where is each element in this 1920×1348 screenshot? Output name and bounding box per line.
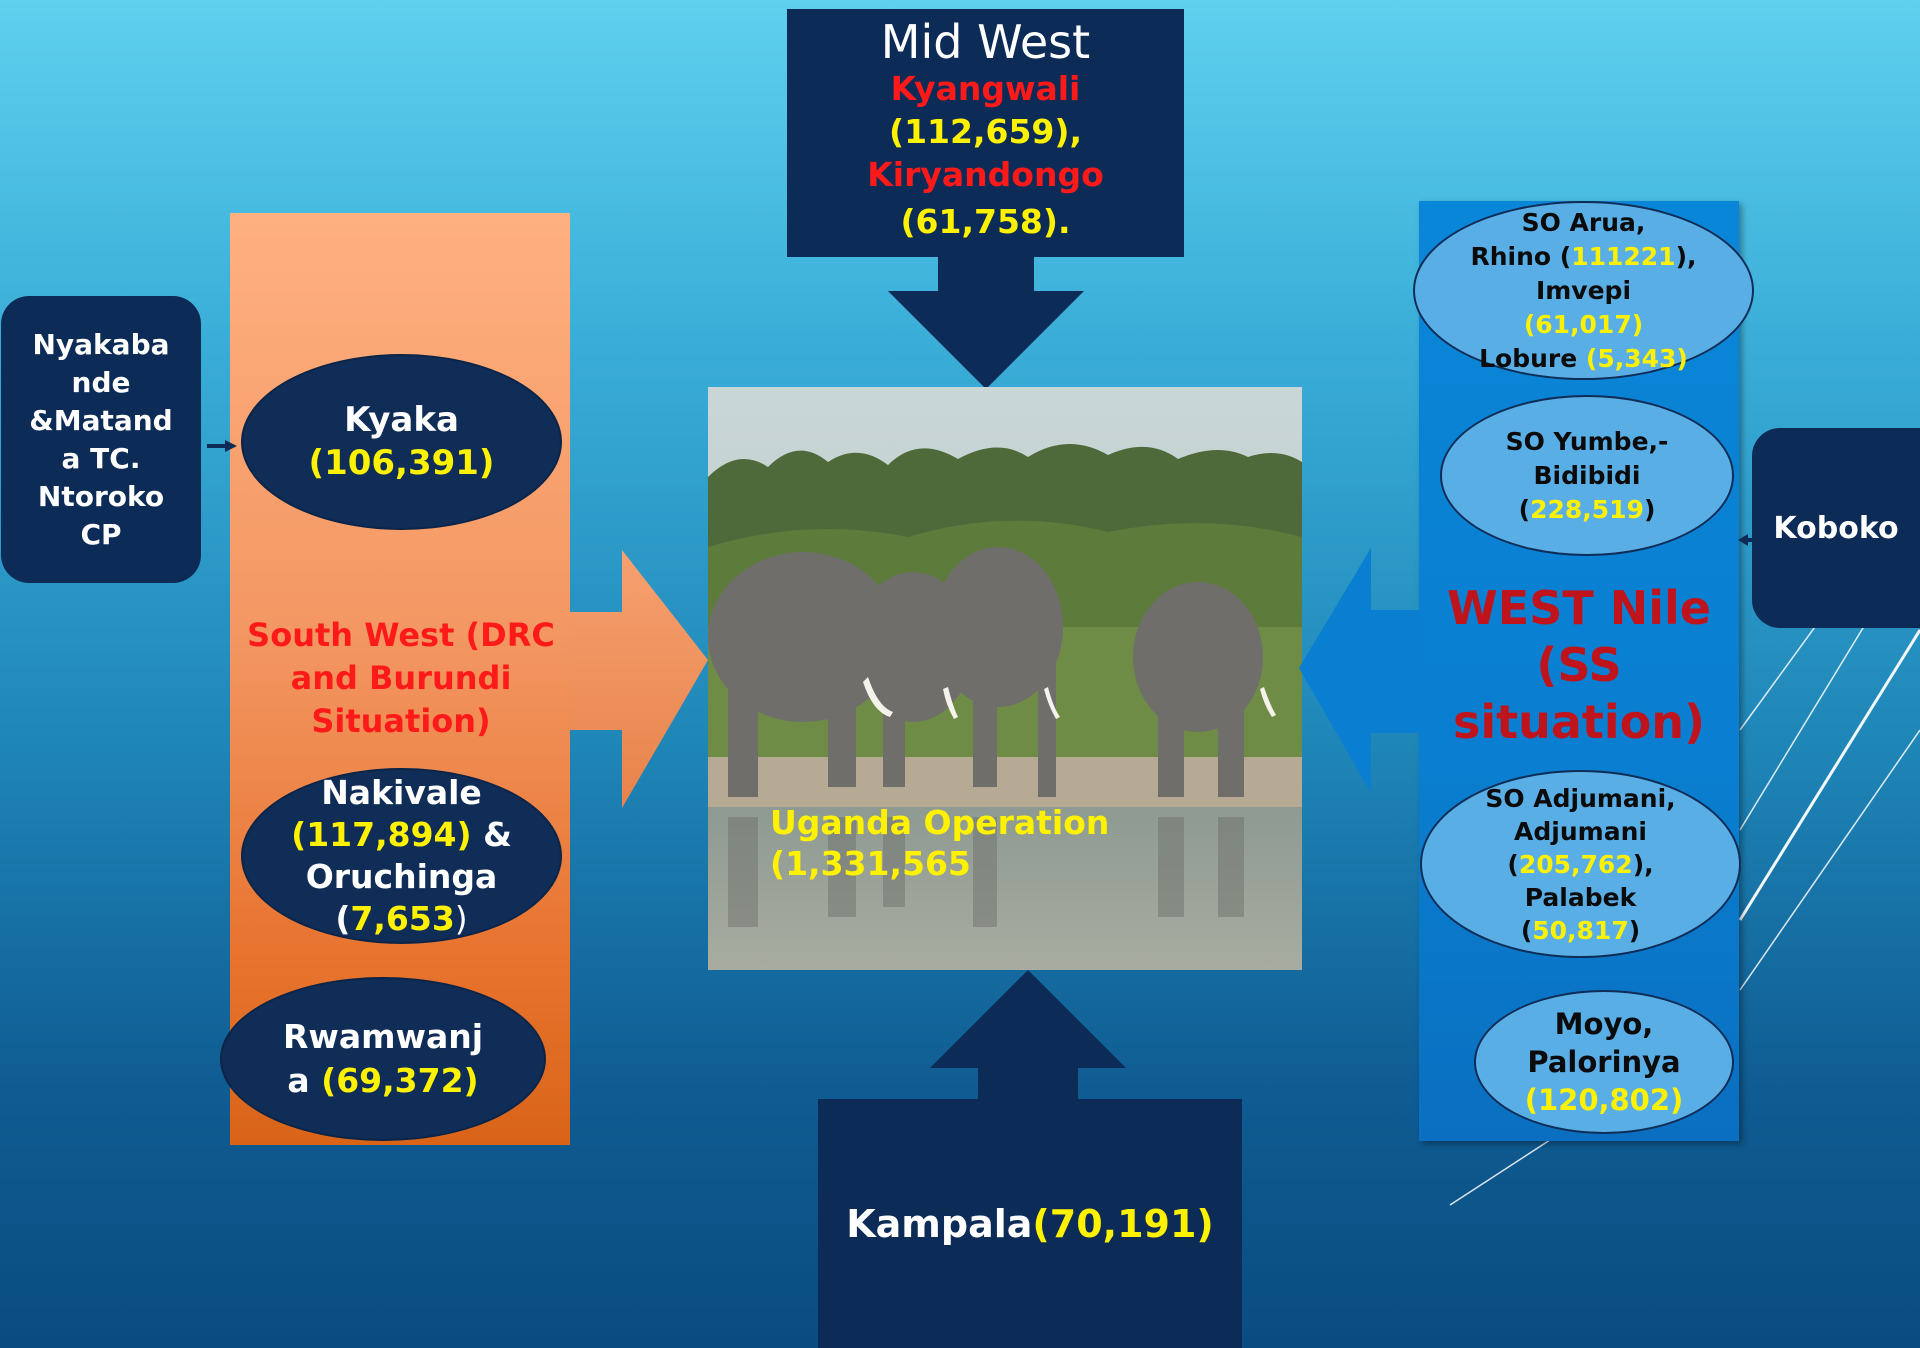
koboko-box: Koboko bbox=[1752, 428, 1920, 628]
decorative-lines bbox=[1449, 600, 1920, 1206]
west-nile-label: WEST Nile (SS situation) bbox=[1447, 581, 1711, 749]
kyaka-ellipse: Kyaka (106,391) bbox=[241, 354, 562, 530]
west-nile-arrow bbox=[1299, 548, 1423, 793]
mid-west-box: Mid West Kyangwali (112,659), Kiryandong… bbox=[787, 9, 1184, 257]
arua-ellipse: SO Arua, Rhino (111221), Imvepi (61,017)… bbox=[1413, 201, 1754, 380]
elephants-photo bbox=[708, 387, 1302, 970]
adjumani-ellipse: SO Adjumani, Adjumani (205,762), Palabek… bbox=[1420, 770, 1741, 958]
south-west-arrow bbox=[570, 550, 708, 808]
south-west-label: South West (DRC and Burundi Situation) bbox=[247, 616, 555, 740]
uganda-operation-caption: Uganda Operation (1,331,565 bbox=[770, 803, 1110, 883]
nyakabande-box: Nyakaba nde &Matand a TC. Ntoroko CP bbox=[1, 296, 201, 583]
nyakabande-arrow bbox=[207, 440, 237, 452]
kampala-arrow bbox=[930, 970, 1126, 1100]
nakivale-ellipse: Nakivale (117,894) & Oruchinga (7,653) bbox=[241, 768, 562, 944]
yumbe-ellipse: SO Yumbe,- Bidibidi (228,519) bbox=[1440, 395, 1734, 556]
koboko-arrow bbox=[1738, 534, 1754, 546]
moyo-ellipse: Moyo, Palorinya (120,802) bbox=[1474, 990, 1734, 1134]
rwamwanja-ellipse: Rwamwanj a (69,372) bbox=[220, 977, 546, 1141]
kampala-box: Kampala (70,191) bbox=[818, 1099, 1242, 1348]
mid-west-arrow bbox=[888, 257, 1084, 389]
